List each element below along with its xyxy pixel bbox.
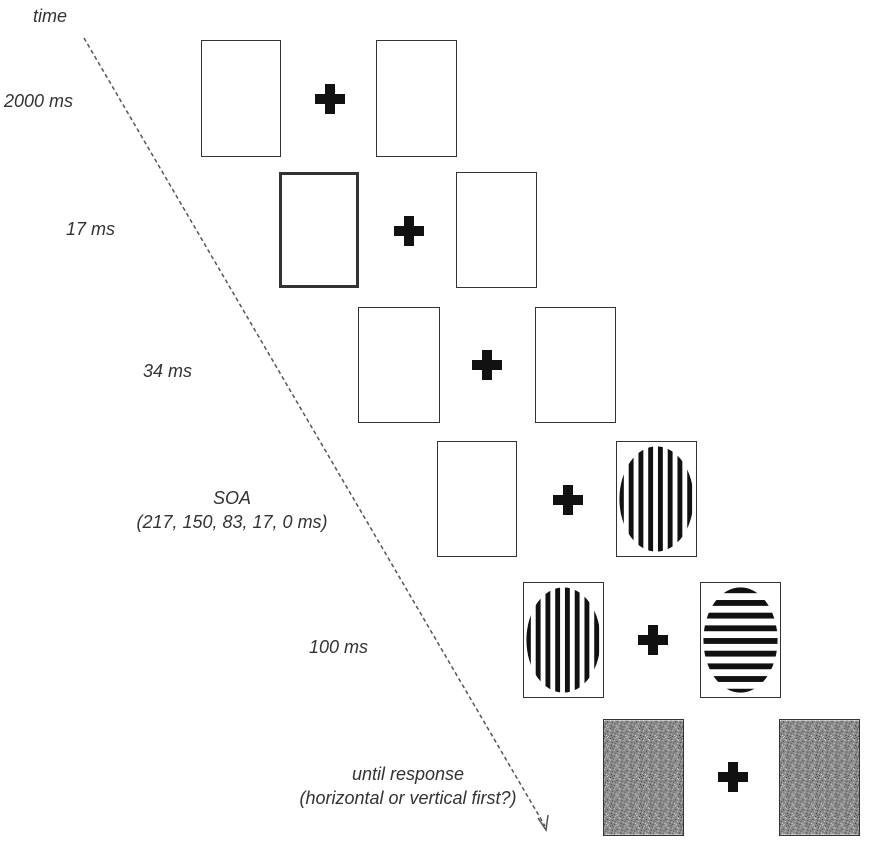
soa-label: SOA <box>212 488 252 508</box>
left-cue-frame-bold <box>279 172 359 288</box>
step-duration-2: 17 ms <box>66 219 116 239</box>
soa-values: (217, 150, 83, 17, 0 ms) <box>136 512 328 532</box>
time-axis-label: time <box>33 6 68 26</box>
fixation-cross-icon <box>718 762 748 792</box>
step-duration-4: SOA (217, 150, 83, 17, 0 ms) <box>136 486 327 534</box>
right-placeholder-frame <box>376 40 457 157</box>
left-placeholder-frame <box>201 40 281 157</box>
noise-mask-icon <box>604 720 683 835</box>
fixation-cross-icon <box>638 625 668 655</box>
fixation-cross-icon <box>315 84 345 114</box>
vertical-grating-icon <box>619 446 693 552</box>
noise-mask-icon <box>780 720 859 835</box>
right-noise-mask-frame <box>779 719 860 836</box>
fixation-cross-icon <box>472 350 502 380</box>
left-placeholder-frame <box>358 307 440 423</box>
step-duration-6: until response (horizontal or vertical f… <box>299 762 516 810</box>
step-duration-3: 34 ms <box>143 361 193 381</box>
response-question: (horizontal or vertical first?) <box>299 788 517 808</box>
vertical-grating-icon <box>526 587 600 693</box>
fixation-cross-icon <box>394 216 424 246</box>
fixation-cross-icon <box>553 485 583 515</box>
right-vertical-grating-frame <box>616 441 697 557</box>
right-placeholder-frame <box>535 307 616 423</box>
step-duration-5: 100 ms <box>309 637 369 657</box>
left-vertical-grating-frame <box>523 582 604 698</box>
horizontal-grating-icon <box>703 587 778 693</box>
response-label: until response <box>351 764 465 784</box>
left-noise-mask-frame <box>603 719 684 836</box>
left-placeholder-frame <box>437 441 517 557</box>
right-placeholder-frame <box>456 172 537 288</box>
right-horizontal-grating-frame <box>700 582 781 698</box>
step-duration-1: 2000 ms <box>4 91 74 111</box>
